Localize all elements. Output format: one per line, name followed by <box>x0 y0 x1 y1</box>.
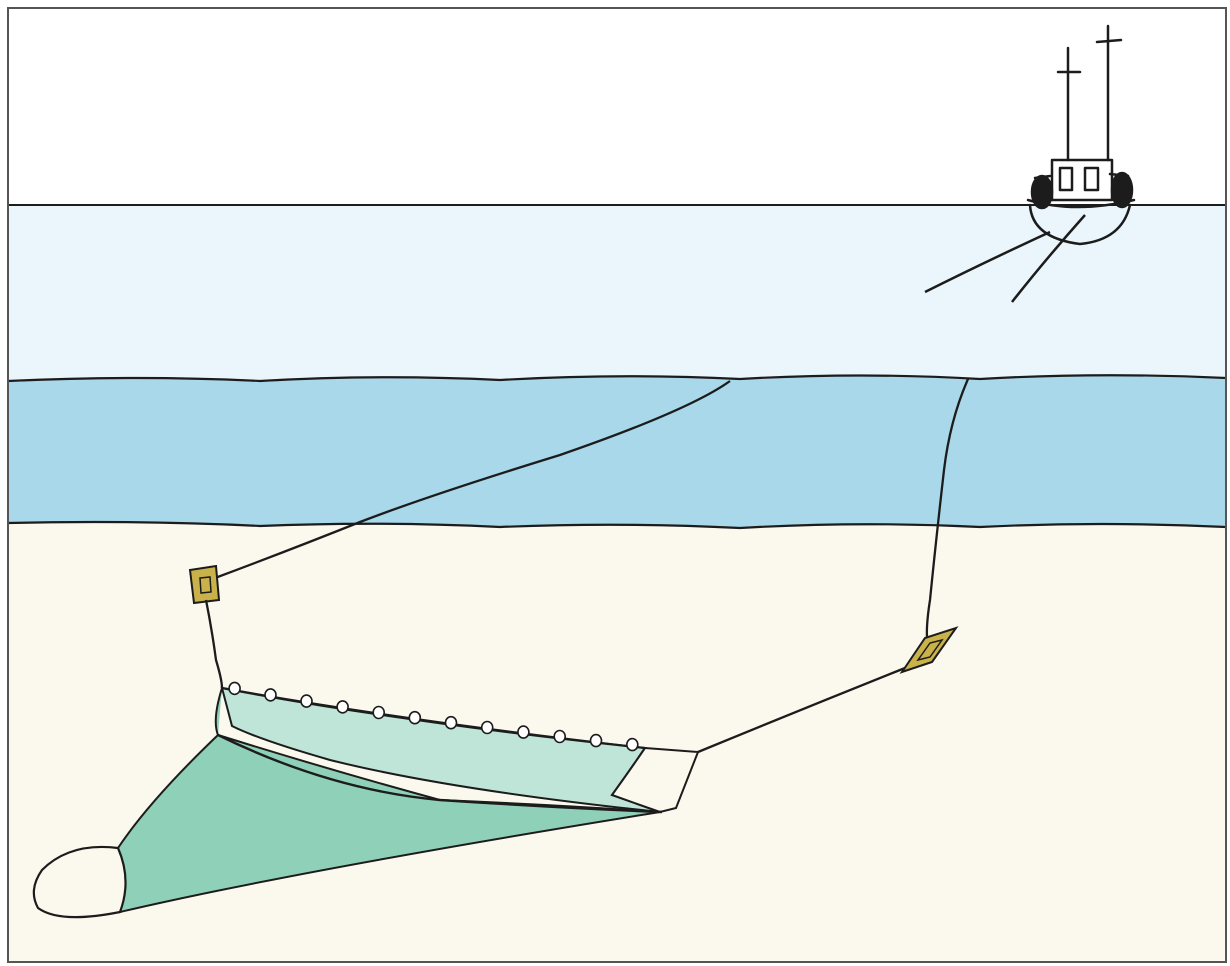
headline-float <box>591 735 602 747</box>
headline-float <box>409 712 420 724</box>
headline-float <box>518 726 529 738</box>
headline-float <box>229 682 240 694</box>
otter-board-left <box>190 566 219 603</box>
trawl-winch-right <box>1112 173 1132 207</box>
headline-float <box>301 695 312 707</box>
headline-float <box>482 722 493 734</box>
headline-float <box>446 717 457 729</box>
trawl-winch-left <box>1032 176 1052 208</box>
headline-float <box>554 731 565 743</box>
headline-float <box>337 701 348 713</box>
mid-water-layer <box>8 375 1226 528</box>
headline-float <box>373 707 384 719</box>
headline-float <box>265 689 276 701</box>
headline-float <box>627 739 638 751</box>
